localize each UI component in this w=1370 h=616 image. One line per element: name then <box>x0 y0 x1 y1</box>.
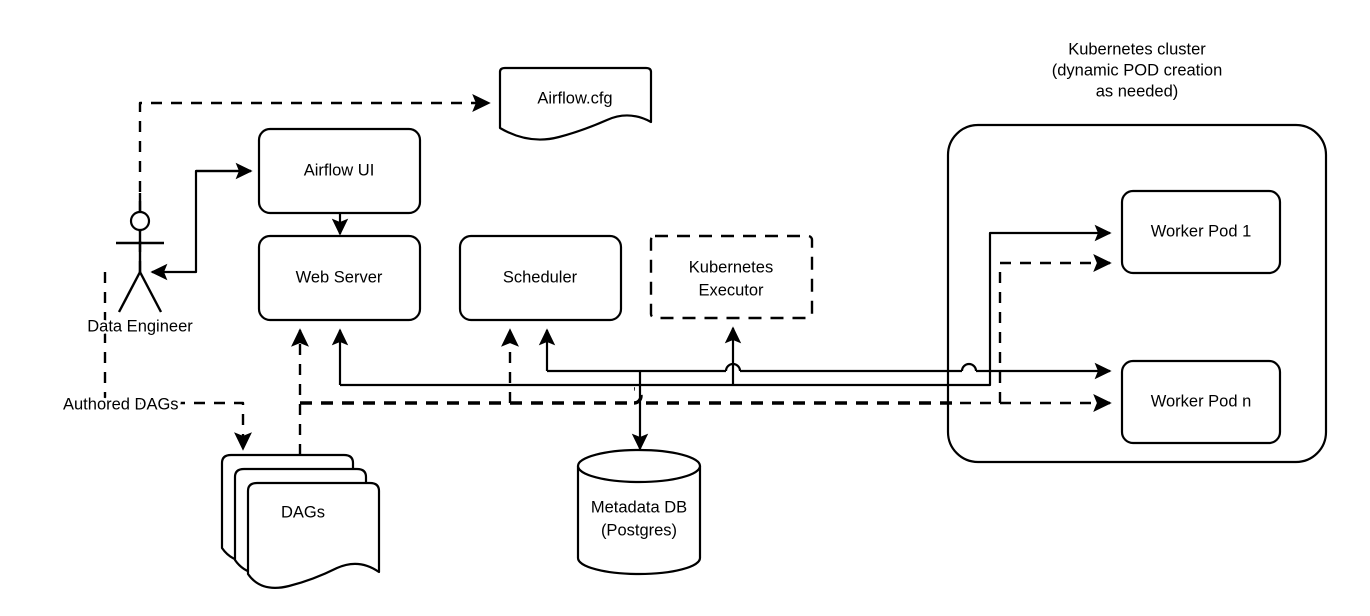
actor-leg-right <box>138 271 163 313</box>
node-metadata-db[interactable]: Metadata DB (Postgres) <box>576 448 702 576</box>
node-dags[interactable]: DAGs <box>220 453 381 589</box>
actor-head <box>129 210 151 232</box>
kubernetes-executor-label-line-1: Kubernetes <box>689 258 773 276</box>
edge-engineer-to-airflow-cfg <box>138 94 491 272</box>
node-airflow-ui[interactable]: Airflow UI <box>257 127 422 215</box>
node-kubernetes-executor[interactable]: Kubernetes Executor <box>649 234 814 320</box>
worker-pod-1-box <box>1120 189 1282 275</box>
airflow-ui-box <box>257 127 422 215</box>
actor-leg-left <box>117 271 142 313</box>
worker-pod-n-label: Worker Pod n <box>1151 392 1252 410</box>
kubernetes-executor-box <box>649 234 814 320</box>
node-data-engineer: Data Engineer <box>85 193 196 338</box>
metadata-db-label-line-1: Metadata DB <box>591 498 687 516</box>
airflow-ui-label: Airflow UI <box>304 161 375 179</box>
edge-bus-jump-3 <box>960 362 978 372</box>
edge-riser-to-worker-pod-1 <box>988 224 1112 265</box>
web-server-box <box>257 234 422 322</box>
worker-pod-1-label: Worker Pod 1 <box>1151 222 1252 240</box>
cluster-title-line-1: Kubernetes cluster <box>1068 40 1206 58</box>
dags-document-front <box>246 481 381 589</box>
kubernetes-executor-label-line-2: Executor <box>698 281 764 299</box>
edge-airflow-ui-to-engineer <box>150 169 251 281</box>
node-airflow-cfg[interactable]: Airflow.cfg <box>498 66 653 141</box>
cluster-title-line-2: (dynamic POD creation <box>1052 61 1223 79</box>
node-worker-pod-n[interactable]: Worker Pod n <box>1120 359 1282 445</box>
worker-pod-n-box <box>1120 359 1282 445</box>
scheduler-box <box>458 234 623 322</box>
actor-label: Data Engineer <box>87 317 193 335</box>
cluster-title-line-3: as needed) <box>1096 82 1179 100</box>
web-server-label: Web Server <box>296 268 383 286</box>
airflow-cfg-label: Airflow.cfg <box>537 89 612 107</box>
node-web-server[interactable]: Web Server <box>257 234 422 322</box>
edge-authored-dags <box>103 272 252 451</box>
node-scheduler[interactable]: Scheduler <box>458 234 623 322</box>
dags-label: DAGs <box>281 503 325 521</box>
metadata-db-body <box>576 464 702 576</box>
node-worker-pod-1[interactable]: Worker Pod 1 <box>1120 189 1282 275</box>
airflow-cfg-document-shape <box>498 66 653 141</box>
edge-label-authored-dags: Authored DAGs <box>63 395 179 413</box>
edge-bus-to-worker-pod-1 <box>998 254 1112 403</box>
metadata-db-label-line-2: (Postgres) <box>601 521 677 539</box>
metadata-db-top <box>576 448 702 484</box>
edge-bus-lower-riser <box>960 265 992 387</box>
scheduler-label: Scheduler <box>503 268 578 286</box>
